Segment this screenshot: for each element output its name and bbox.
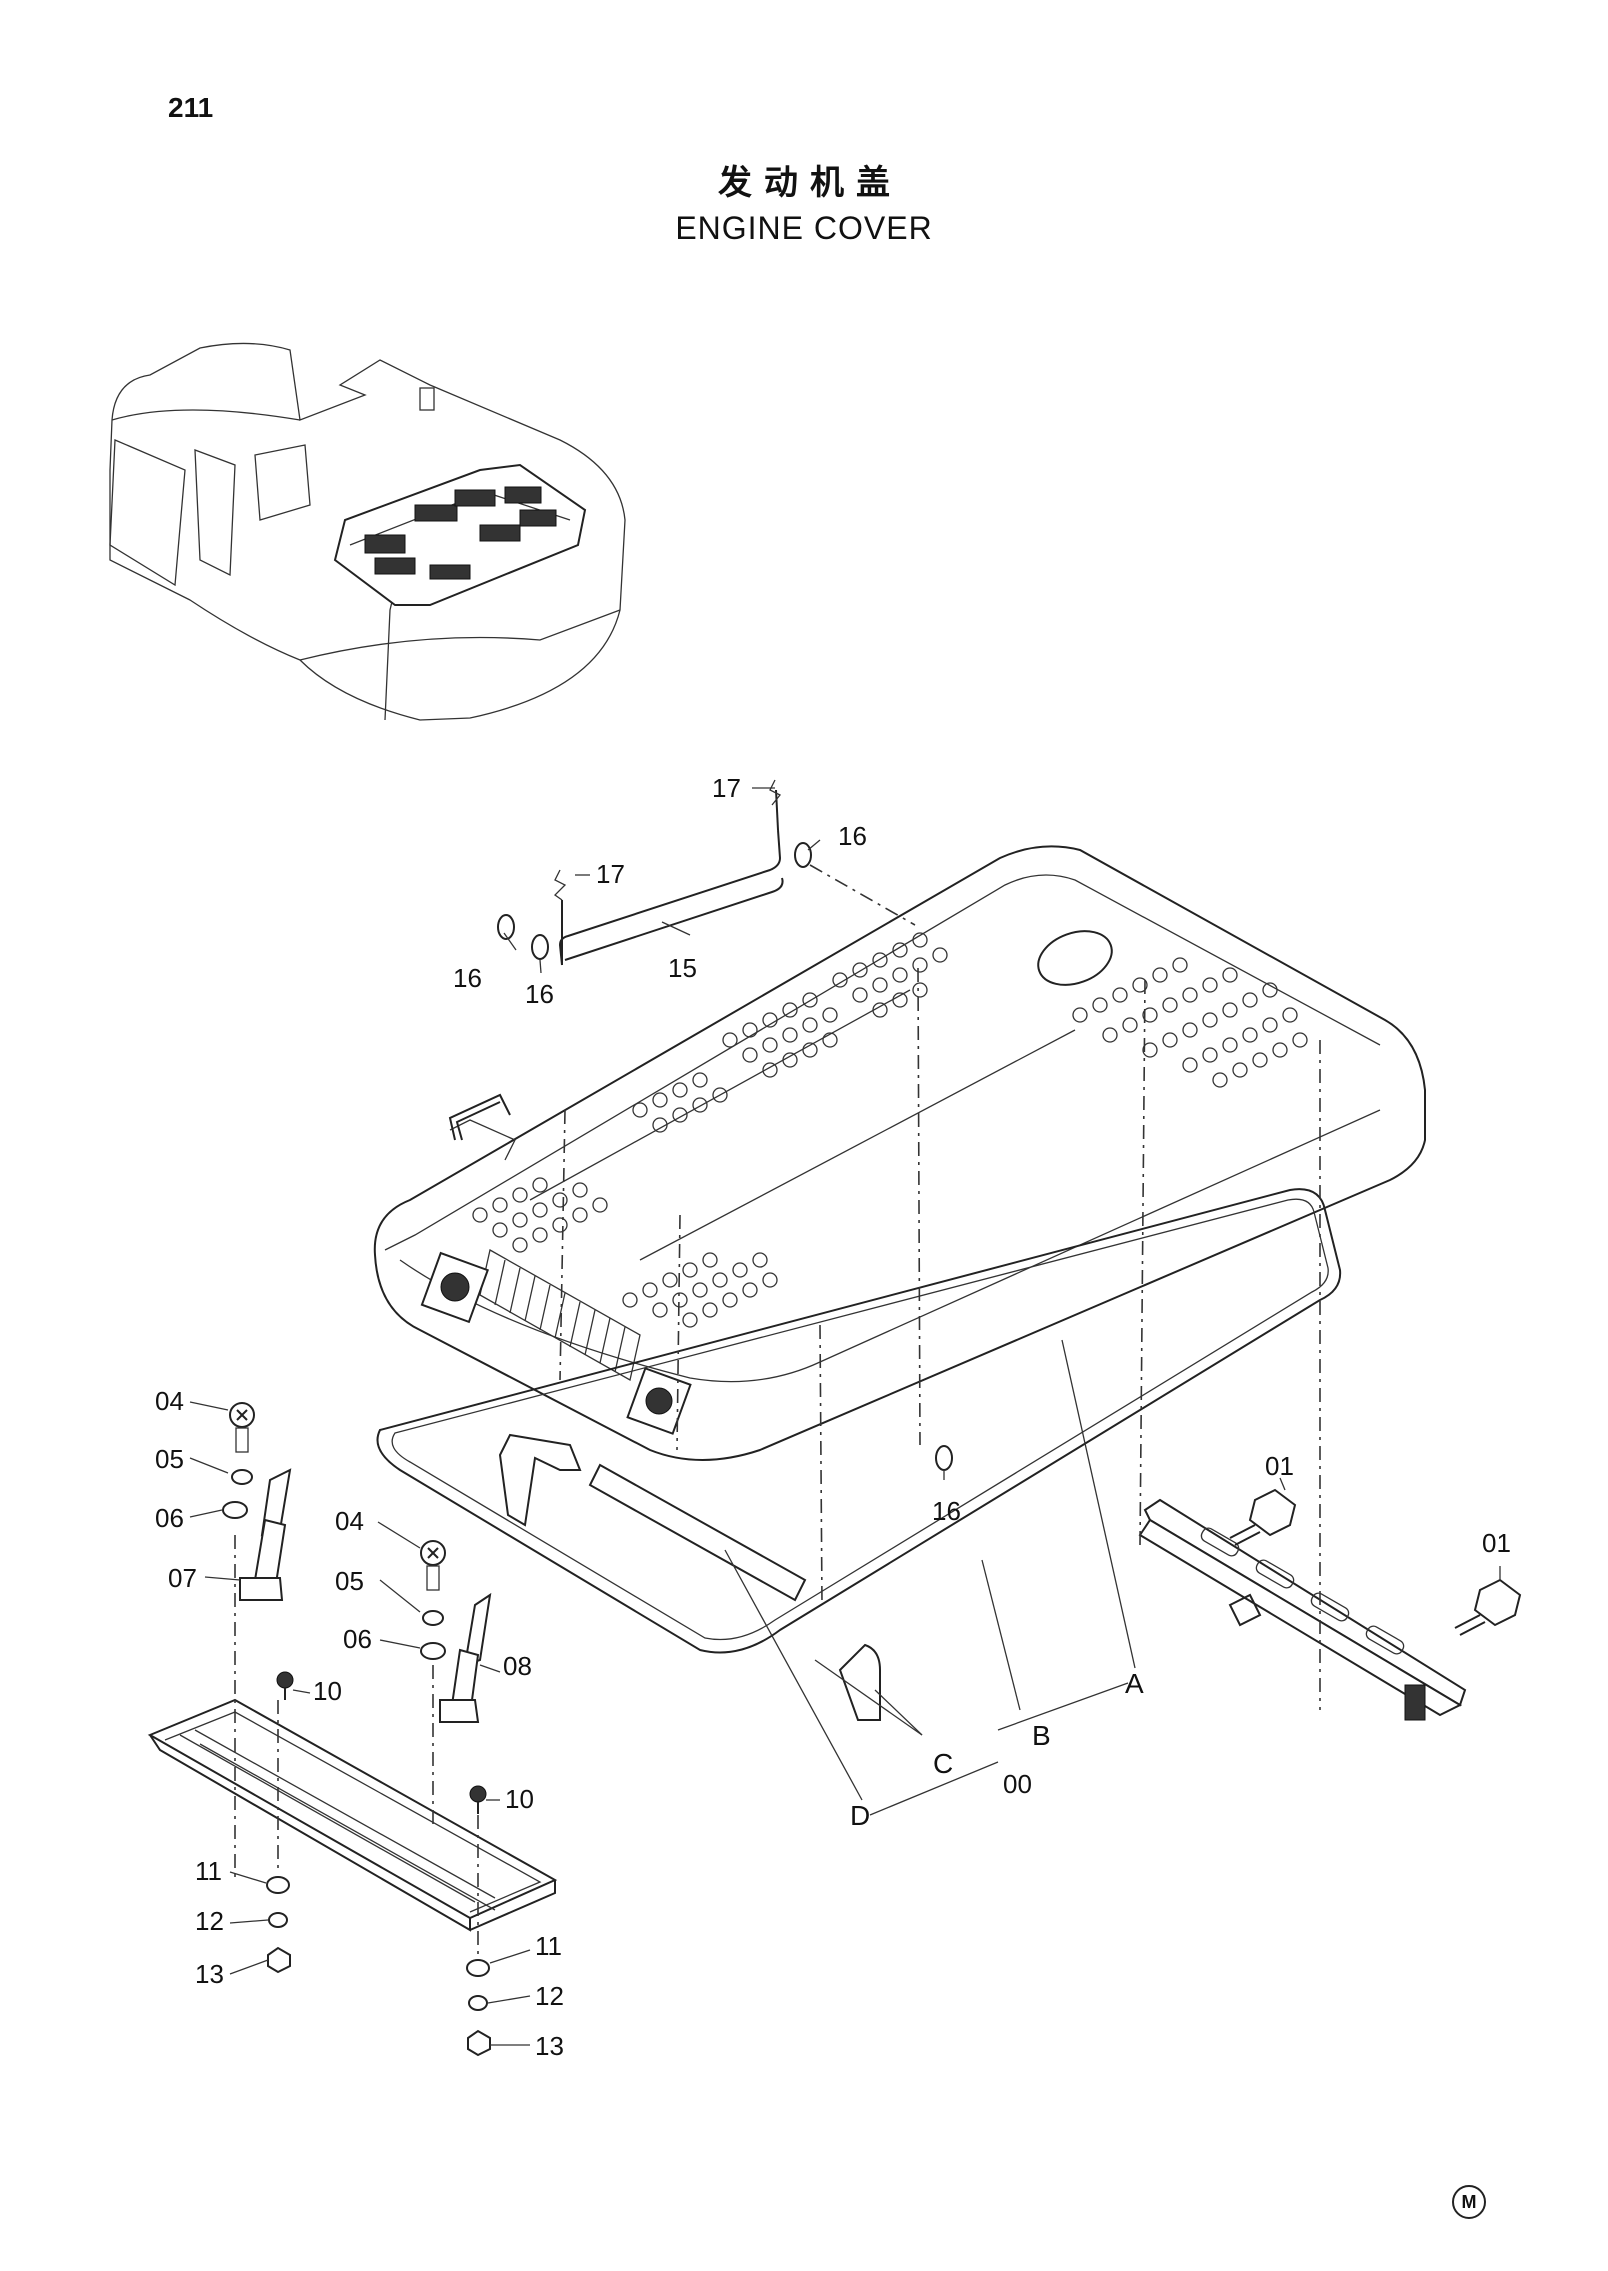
vent-holes <box>472 932 1308 1328</box>
page-number: 211 <box>168 92 214 123</box>
callout-16a: 16 <box>453 963 482 993</box>
callout-15: 15 <box>668 953 697 983</box>
callout-16b: 16 <box>525 979 554 1009</box>
callout-08: 08 <box>503 1651 532 1681</box>
callout-16d: 16 <box>932 1496 961 1526</box>
callout-11a: 11 <box>195 1856 222 1886</box>
callout-07: 07 <box>168 1563 197 1593</box>
seal-strip-c <box>498 1433 881 1721</box>
callout-12b: 12 <box>535 1981 564 2011</box>
callout-letter-c: C <box>933 1748 953 1779</box>
side-bracket <box>1138 1498 1467 1721</box>
callout-17a: 17 <box>596 859 625 889</box>
latch-07 <box>239 1468 292 1601</box>
washer-16 <box>497 842 953 1471</box>
callout-04b: 04 <box>335 1506 364 1536</box>
nuts-13 <box>267 1946 491 2057</box>
latch-08 <box>439 1592 492 1723</box>
callout-04a: 04 <box>155 1386 184 1416</box>
callout-01b: 01 <box>1482 1528 1511 1558</box>
washers-05-06 <box>222 1469 446 1660</box>
screw-04 <box>229 1402 446 1591</box>
excavator-overview-illustration <box>109 342 626 721</box>
callout-12a: 12 <box>195 1906 224 1936</box>
overview-grille-pattern <box>364 486 557 580</box>
alignment-lines <box>234 864 1321 1955</box>
lamp-right <box>626 1367 692 1435</box>
callout-11b: 11 <box>535 1931 562 1961</box>
callout-05a: 05 <box>155 1444 184 1474</box>
title-english: ENGINE COVER <box>675 210 933 246</box>
washers-11-12 <box>266 1876 490 2011</box>
callout-17b: 17 <box>712 773 741 803</box>
callout-letter-a: A <box>1125 1668 1144 1699</box>
lamp-left <box>420 1251 490 1324</box>
callout-16c: 16 <box>838 821 867 851</box>
callout-05b: 05 <box>335 1566 364 1596</box>
callout-10b: 10 <box>505 1784 534 1814</box>
title-chinese: 发动机盖 <box>718 164 902 202</box>
callout-06a: 06 <box>155 1503 184 1533</box>
callout-13b: 13 <box>535 2031 564 2061</box>
engine-cover-assembly <box>373 845 1426 1461</box>
callout-00: 00 <box>1003 1769 1032 1799</box>
callout-06b: 06 <box>343 1624 372 1654</box>
support-rod <box>553 779 784 966</box>
screws-10 <box>276 1671 487 1814</box>
callout-letter-d: D <box>850 1800 870 1831</box>
page-marker-m: M <box>1452 2185 1486 2219</box>
callout-letter-b: B <box>1032 1720 1051 1751</box>
callout-13a: 13 <box>195 1959 224 1989</box>
callout-10a: 10 <box>313 1676 342 1706</box>
seal-strip-d <box>588 1463 807 1602</box>
callout-01a: 01 <box>1265 1451 1294 1481</box>
leader-lines <box>189 787 1501 2046</box>
mounting-tray <box>147 1698 558 1932</box>
